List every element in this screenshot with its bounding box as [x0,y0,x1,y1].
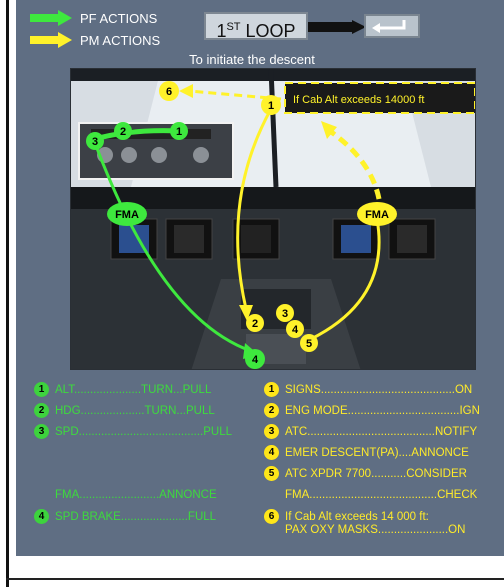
marker-yellow-4: 4 [286,320,304,338]
bottom-border [6,578,504,580]
pm-item: 5 ATC XPDR 7700...........CONSIDER [264,466,467,481]
pm-item-text: PAX OXY MASKS......................ON [285,524,466,536]
marker-green-1: 1 [170,122,188,140]
yellow-arrow-icon [30,32,72,48]
pf-item-text: FMA.........................ANNONCE [55,489,217,501]
loop-suffix: LOOP [240,21,296,41]
pf-item-text: SPD.....................................… [55,425,233,438]
pm-item: 1 SIGNS..................................… [264,382,472,397]
pf-item: 4 SPD BRAKE.....................FULL [34,509,216,524]
step-number: 2 [34,403,49,418]
legend-pm-label: PM ACTIONS [80,32,161,48]
step-number: 2 [264,403,279,418]
legend-pm: PM ACTIONS [30,32,160,48]
step-number: 1 [264,382,279,397]
loop-prefix: 1 [216,21,227,41]
pm-item: 3 ATC....................................… [264,424,477,439]
pf-item: 1 ALT.....................TURN...PULL [34,382,211,397]
marker-yellow-2: 2 [246,314,264,332]
step-number: 5 [264,466,279,481]
pf-item-text: SPD BRAKE.....................FULL [55,510,217,523]
left-border [6,0,9,587]
loop-sup: ST [226,21,241,33]
cockpit-photo: If Cab Alt exceeds 14000 ft FMA FMA 3 2 … [70,68,476,370]
pm-item: PAX OXY MASKS......................ON [264,524,465,536]
legend-pf: PF ACTIONS [30,10,157,26]
loop-title: 1ST LOOP [204,12,308,41]
pm-item: 4 EMER DESCENT(PA)....ANNONCE [264,445,469,460]
svg-text:5: 5 [306,338,312,350]
subtitle: To initiate the descent [189,52,315,67]
step-number: 1 [34,382,49,397]
legend-pf-label: PF ACTIONS [80,10,158,26]
marker-green-2: 2 [114,122,132,140]
pf-item-text: ALT.....................TURN...PULL [55,383,212,396]
pm-item-text: EMER DESCENT(PA)....ANNONCE [285,446,469,459]
marker-yellow-1: 1 [261,95,281,115]
pm-item-text: SIGNS...................................… [285,383,473,396]
fma-right-label: FMA [365,209,389,221]
svg-text:6: 6 [166,86,172,98]
return-arrow-icon [372,20,406,33]
return-button[interactable] [364,14,420,38]
pm-item: 2 ENG MODE...............................… [264,403,480,418]
svg-text:4: 4 [252,354,259,366]
svg-text:2: 2 [120,126,126,138]
pm-item-text: FMA.....................................… [285,489,478,501]
pm-item-text: ATC.....................................… [285,425,478,438]
svg-text:4: 4 [292,324,299,336]
step-number: 3 [264,424,279,439]
marker-yellow-3: 3 [276,304,294,322]
marker-green-4: 4 [245,349,265,369]
pf-item: 2 HDG....................TURN...PULL [34,403,215,418]
fma-left-label: FMA [115,209,139,221]
pm-item: FMA.....................................… [264,489,477,501]
svg-text:2: 2 [252,318,258,330]
pf-item: FMA.........................ANNONCE [34,489,217,501]
green-arrow-icon [30,10,72,26]
cockpit-illustration: If Cab Alt exceeds 14000 ft FMA FMA 3 2 … [71,69,475,369]
marker-green-3: 3 [86,132,104,150]
pm-item: 6 If Cab Alt exceeds 14 000 ft: [264,509,429,524]
pm-item-text: If Cab Alt exceeds 14 000 ft: [285,510,429,523]
svg-text:3: 3 [282,308,288,320]
marker-yellow-6: 6 [159,81,179,101]
pf-item: 3 SPD....................................… [34,424,232,439]
pm-item-text: ENG MODE................................… [285,404,480,417]
next-arrow-icon [308,20,366,34]
pm-item-text: ATC XPDR 7700...........CONSIDER [285,467,467,480]
callout-text: If Cab Alt exceeds 14000 ft [293,94,424,106]
svg-text:1: 1 [176,126,182,138]
step-number: 6 [264,509,279,524]
svg-text:1: 1 [268,100,274,112]
step-number: 4 [264,445,279,460]
step-number: 4 [34,509,49,524]
step-number: 3 [34,424,49,439]
svg-text:3: 3 [92,136,98,148]
marker-yellow-5: 5 [300,334,318,352]
pf-item-text: HDG....................TURN...PULL [55,404,215,417]
